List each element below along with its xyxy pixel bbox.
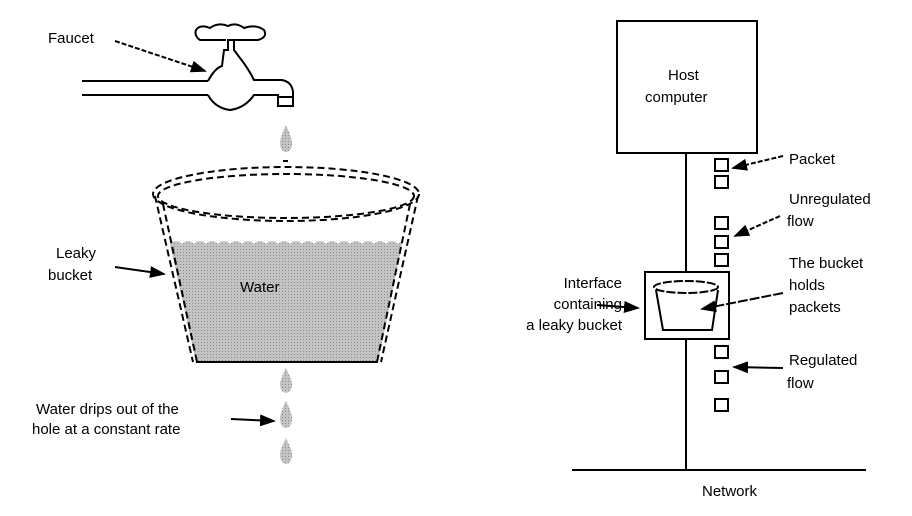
bucket-right-side: [380, 195, 419, 363]
faucet-spout: [277, 96, 294, 107]
packet-label: Packet: [789, 151, 836, 168]
faucet-illustration: [82, 23, 294, 112]
packet-icon: [714, 235, 729, 249]
faucet-pointer-arrow: [114, 40, 207, 73]
faucet-label: Faucet: [48, 30, 95, 47]
bucket-holds-label-line2: holds: [789, 277, 825, 294]
unregulated-label-line2: flow: [787, 213, 814, 230]
packet-icon: [714, 345, 729, 359]
leaky-bucket: [152, 166, 420, 363]
packet-icon: [714, 158, 729, 172]
interface-box: [644, 271, 730, 340]
drips-label-line1: Water drips out of the: [36, 401, 179, 418]
bucket-rim-inner: [157, 173, 415, 219]
small-bucket-icon: [653, 280, 719, 331]
leaky-bucket-label-line1: Leaky: [56, 245, 97, 262]
bucket-left-side-inner: [162, 203, 198, 363]
leaky-bucket-pointer-arrow: [114, 266, 166, 278]
regulated-packets: [714, 345, 729, 412]
unregulated-pointer-arrow: [733, 215, 781, 237]
interface-label-line3: a leaky bucket: [526, 317, 623, 334]
host-label-line2: computer: [645, 89, 708, 106]
faucet-handle: [194, 23, 267, 41]
bucket-right-side-inner: [376, 203, 411, 363]
water-drop-icon: [280, 438, 292, 464]
regulated-pointer-arrow: [732, 361, 784, 374]
water-drop-icon: [280, 401, 292, 428]
bucket-holds-label-line1: The bucket: [789, 255, 864, 272]
regulated-label-line1: Regulated: [789, 352, 857, 369]
packet-pointer-arrow: [731, 155, 784, 171]
packet-icon: [714, 398, 729, 412]
bucket-rim: [152, 166, 420, 222]
drips-label-line2: hole at a constant rate: [32, 421, 180, 438]
bucket-left-side: [154, 195, 194, 363]
water-fill: [170, 241, 403, 362]
packet-icon: [714, 370, 729, 384]
host-computer-box: [616, 20, 758, 154]
water-drop-icon: [280, 368, 292, 393]
drips-pointer-arrow: [230, 414, 276, 427]
leaky-bucket-label-line2: bucket: [48, 267, 93, 284]
bucket-holds-label-line3: packets: [789, 299, 841, 316]
host-label-line1: Host: [668, 67, 700, 84]
network-label: Network: [702, 483, 758, 500]
interface-pointer-arrow: [596, 300, 640, 313]
interface-label-line1: Interface: [564, 275, 622, 292]
bucket-holds-pointer-arrow: [700, 292, 784, 313]
water-label: Water: [240, 279, 279, 296]
regulated-label-line2: flow: [787, 375, 814, 392]
unregulated-label-line1: Unregulated: [789, 191, 871, 208]
packet-icon: [714, 253, 729, 267]
packet-icon: [714, 216, 729, 230]
faucet-body: [207, 39, 294, 112]
packet-icon: [714, 175, 729, 189]
unregulated-packets: [714, 158, 729, 267]
water-drop-icon: [280, 125, 292, 152]
interface-label-line2: containing: [554, 296, 622, 313]
